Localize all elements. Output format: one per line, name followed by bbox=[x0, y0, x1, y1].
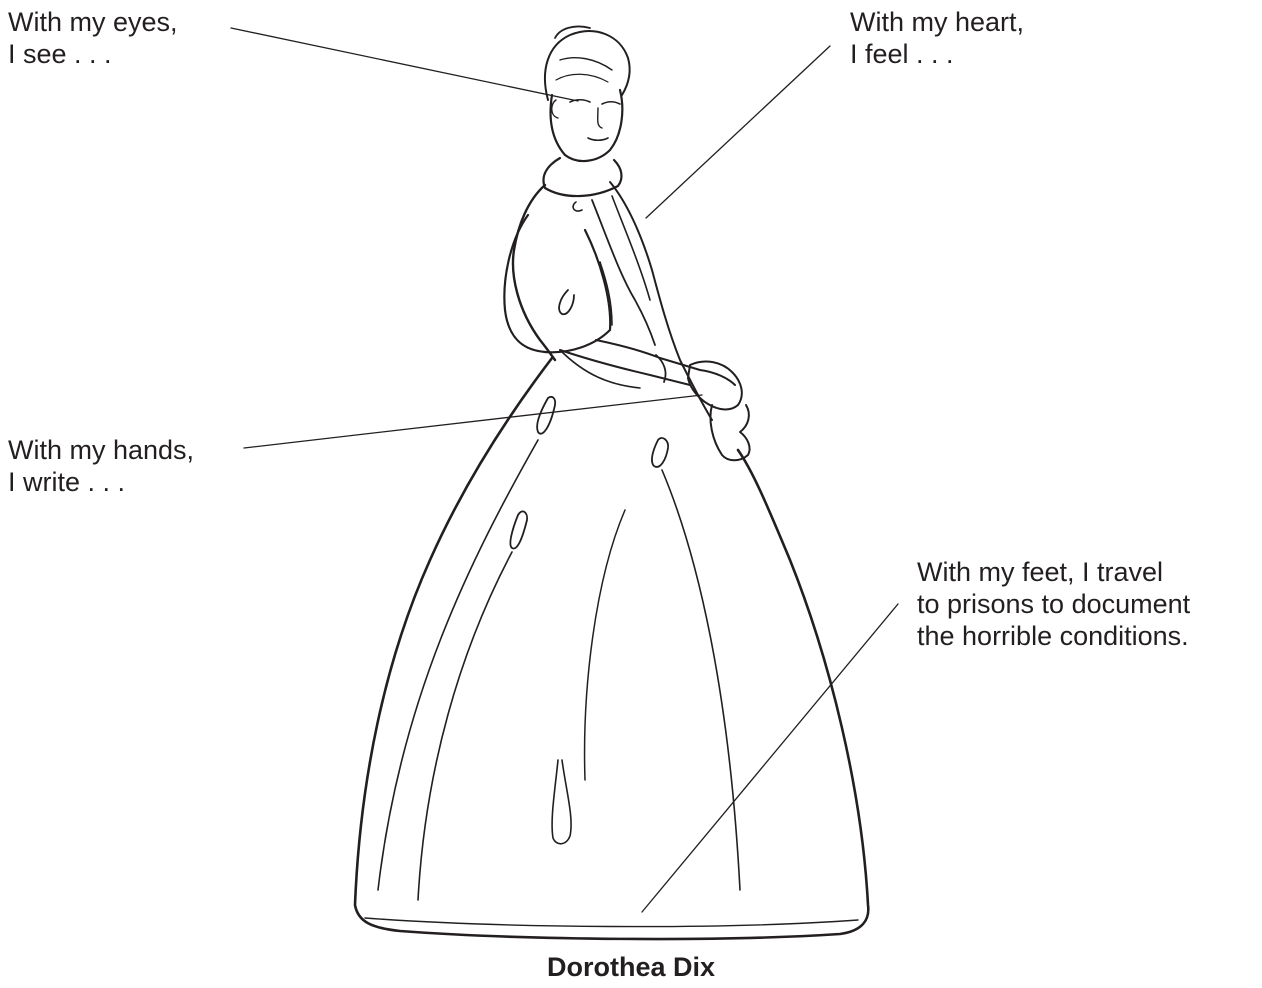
label-hands: With my hands, I write . . . bbox=[8, 434, 194, 498]
ear bbox=[552, 100, 558, 118]
mouth bbox=[588, 138, 608, 140]
skirt-fold bbox=[652, 438, 668, 467]
label-feet-line1: With my feet, I travel bbox=[917, 556, 1190, 588]
hair-strand bbox=[556, 74, 608, 82]
label-feet: With my feet, I travel to prisons to doc… bbox=[917, 556, 1190, 652]
eye-right bbox=[602, 102, 620, 104]
nose bbox=[598, 108, 602, 128]
label-eyes: With my eyes, I see . . . bbox=[8, 6, 178, 70]
skirt-fold bbox=[418, 552, 512, 900]
leader-line-heart bbox=[646, 46, 830, 218]
label-heart: With my heart, I feel . . . bbox=[850, 6, 1024, 70]
hair bbox=[545, 31, 630, 100]
label-heart-line2: I feel . . . bbox=[850, 38, 1024, 70]
skirt-outline bbox=[355, 358, 868, 939]
collar bbox=[543, 158, 621, 196]
label-feet-line3: the horrible conditions. bbox=[917, 620, 1190, 652]
puff-sleeve bbox=[504, 215, 610, 352]
label-hands-line2: I write . . . bbox=[8, 466, 194, 498]
leader-line-eyes bbox=[231, 28, 578, 101]
leader-line-hands bbox=[244, 395, 702, 448]
skirt-fold bbox=[585, 510, 625, 780]
bodice-right-edge bbox=[610, 182, 712, 420]
skirt-fold bbox=[662, 470, 740, 890]
skirt-fold bbox=[537, 397, 555, 434]
bodice-outline bbox=[513, 185, 555, 360]
skirt-hem-shade bbox=[365, 918, 858, 927]
skirt-fold bbox=[552, 760, 571, 844]
hair-part bbox=[560, 58, 612, 70]
label-eyes-line1: With my eyes, bbox=[8, 6, 178, 38]
forearm-lower bbox=[560, 350, 690, 385]
label-heart-line1: With my heart, bbox=[850, 6, 1024, 38]
skirt-fold bbox=[378, 440, 538, 890]
label-hands-line1: With my hands, bbox=[8, 434, 194, 466]
sleeve-detail bbox=[559, 290, 574, 314]
label-eyes-line2: I see . . . bbox=[8, 38, 178, 70]
collar-detail bbox=[573, 202, 582, 211]
label-feet-line2: to prisons to document bbox=[917, 588, 1190, 620]
figure-caption: Dorothea Dix bbox=[0, 951, 1262, 983]
skirt-fold bbox=[510, 511, 527, 548]
leader-line-feet bbox=[642, 604, 898, 912]
handkerchief bbox=[710, 405, 749, 460]
